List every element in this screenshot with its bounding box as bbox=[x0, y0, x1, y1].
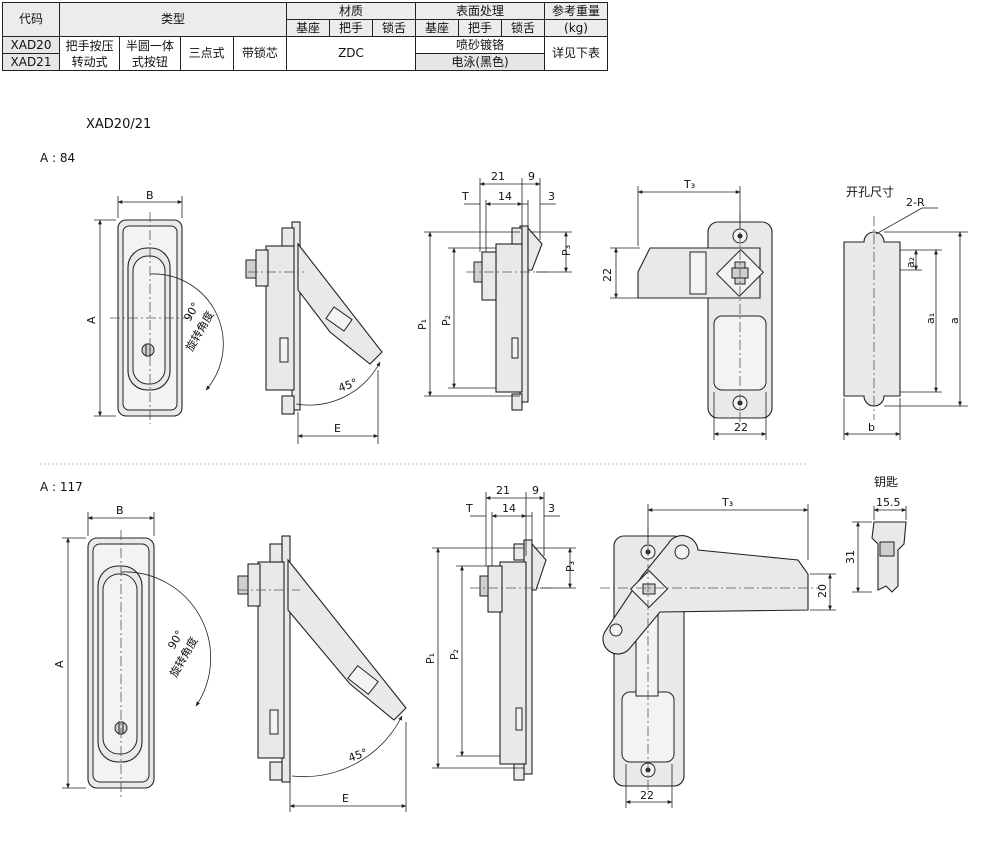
s1-dim-t: T bbox=[461, 190, 469, 203]
s2-dim-p2: P₂ bbox=[448, 649, 461, 660]
back-view-1 bbox=[610, 186, 773, 440]
s1-dim-e: E bbox=[334, 422, 341, 435]
s2-dim-t: T bbox=[465, 502, 473, 515]
key-title: 钥匙 bbox=[874, 475, 898, 489]
section2-label: A : 117 bbox=[40, 480, 83, 494]
header-material: 材质 bbox=[286, 2, 416, 20]
code-xad21: XAD21 bbox=[2, 53, 60, 71]
s1-dim-p1: P₁ bbox=[416, 319, 429, 330]
s2-dim-a: A bbox=[53, 660, 66, 668]
header-code: 代码 bbox=[2, 2, 60, 37]
s2-dim-3: 3 bbox=[548, 502, 555, 515]
s2-dim-p1: P₁ bbox=[424, 653, 437, 664]
type-cell-3: 三点式 bbox=[179, 36, 234, 71]
s1-dim-a: A bbox=[85, 316, 98, 324]
cutout-dim-a1: a₁ bbox=[924, 313, 937, 324]
type-cell-4: 带锁芯 bbox=[232, 36, 288, 71]
s1-dim-21: 21 bbox=[491, 170, 505, 183]
s1-dim-22h: 22 bbox=[734, 421, 748, 434]
key-dim-31: 31 bbox=[844, 550, 857, 564]
type-2a: 半圆一体 bbox=[125, 38, 174, 53]
type-2b: 式按钮 bbox=[131, 54, 168, 69]
s1-dim-p2: P₂ bbox=[440, 315, 453, 326]
type-cell-2: 半圆一体式按钮 bbox=[119, 36, 181, 71]
side-view-2 bbox=[237, 535, 407, 812]
s2-dim-14: 14 bbox=[502, 502, 516, 515]
surface-value-2: 电泳(黑色) bbox=[415, 53, 545, 71]
sub-tongue-surface: 锁舌 bbox=[501, 19, 545, 37]
type-1b: 转动式 bbox=[71, 54, 108, 69]
material-value: ZDC bbox=[286, 36, 416, 71]
section-view-1 bbox=[424, 178, 572, 411]
header-weight: 参考重量 bbox=[544, 2, 608, 20]
s1-dim-9: 9 bbox=[528, 170, 535, 183]
cutout-view bbox=[843, 207, 968, 440]
s1-dim-t3: T₃ bbox=[683, 178, 695, 191]
cutout-title: 开孔尺寸 bbox=[846, 185, 894, 199]
back-view-2 bbox=[600, 504, 836, 808]
s1-angle: 45° bbox=[337, 376, 360, 395]
s2-dim-b: B bbox=[116, 504, 124, 517]
cutout-dim-a2: a₂ bbox=[904, 257, 917, 268]
spec-table: 代码 类型 材质 表面处理 参考重量 基座 把手 锁舌 基座 把手 锁舌 (kg… bbox=[2, 2, 608, 71]
type-1a: 把手按压 bbox=[65, 38, 114, 53]
section-view-2 bbox=[432, 492, 576, 781]
front-view-2 bbox=[62, 512, 212, 798]
s1-dim-b: B bbox=[146, 189, 154, 202]
s2-dim-21: 21 bbox=[496, 484, 510, 497]
type-cell-1: 把手按压转动式 bbox=[58, 36, 121, 71]
cutout-dim-a: a bbox=[948, 317, 961, 324]
s1-dim-22v: 22 bbox=[601, 268, 614, 282]
key-dim-155: 15.5 bbox=[876, 496, 901, 509]
surface-value-1: 喷砂镀铬 bbox=[415, 36, 545, 54]
section1-label: A : 84 bbox=[40, 151, 76, 165]
sub-base-surface: 基座 bbox=[415, 19, 459, 37]
header-surface: 表面处理 bbox=[415, 2, 545, 20]
s2-dim-e: E bbox=[342, 792, 349, 805]
s2-dim-22h: 22 bbox=[640, 789, 654, 802]
s2-dim-p3: P₃ bbox=[564, 561, 577, 572]
side-view-1 bbox=[245, 221, 383, 444]
cutout-dim-2r: 2-R bbox=[906, 196, 925, 209]
s1-dim-3: 3 bbox=[548, 190, 555, 203]
s2-dim-9: 9 bbox=[532, 484, 539, 497]
s1-dim-14: 14 bbox=[498, 190, 512, 203]
s2-dim-20: 20 bbox=[816, 584, 829, 598]
key-drawing bbox=[852, 506, 907, 593]
cutout-dim-b: b bbox=[868, 421, 875, 434]
s1-dim-p3: P₃ bbox=[560, 245, 573, 256]
model-title: XAD20/21 bbox=[86, 117, 152, 132]
weight-unit: (kg) bbox=[544, 19, 608, 37]
s2-angle: 45° bbox=[347, 746, 370, 765]
front-view-1 bbox=[94, 196, 224, 424]
sub-base: 基座 bbox=[286, 19, 330, 37]
weight-value: 详见下表 bbox=[544, 36, 608, 71]
s2-dim-t3: T₃ bbox=[721, 496, 733, 509]
